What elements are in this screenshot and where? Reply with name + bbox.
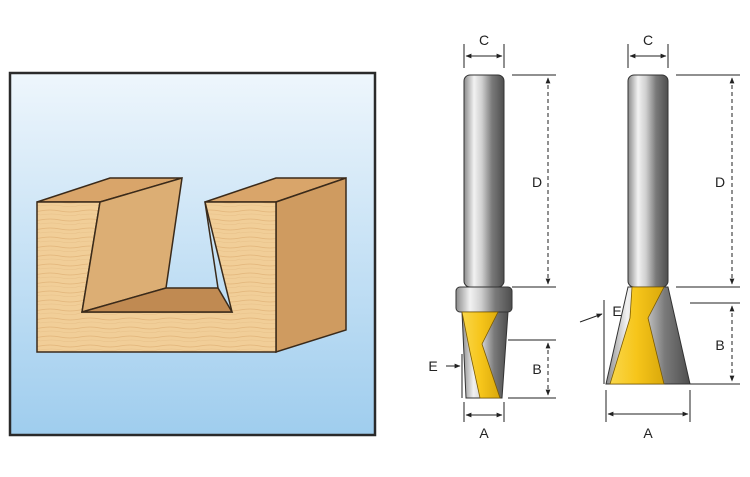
bit1-label-b: B — [532, 361, 541, 377]
bit2-label-a: A — [643, 425, 653, 441]
dovetail-bit-1: C D B A E — [428, 32, 556, 441]
bit2-shank — [627, 74, 669, 288]
bit1-label-a: A — [479, 425, 489, 441]
bit2-label-d: D — [715, 174, 725, 190]
bit2-label-c: C — [643, 32, 653, 48]
bit2-label-e: E — [612, 303, 621, 319]
wood-side-face — [275, 176, 347, 354]
bit2-label-b: B — [715, 337, 724, 353]
bit1-shank — [463, 74, 505, 288]
bit1-label-d: D — [532, 174, 542, 190]
bit1-label-c: C — [479, 32, 489, 48]
wood-block — [36, 176, 347, 354]
bit1-label-e: E — [428, 358, 437, 374]
dovetail-joint-illustration — [8, 71, 377, 437]
bit1-carbide — [461, 311, 501, 399]
bit1-collar — [455, 286, 513, 313]
bit2-carbide — [609, 286, 665, 385]
dovetail-bit-2: C D B A E — [579, 32, 740, 441]
